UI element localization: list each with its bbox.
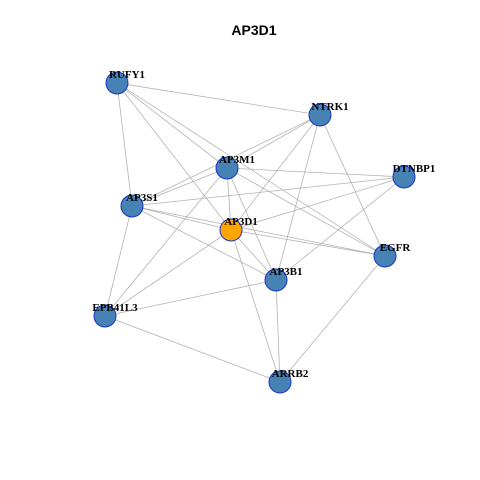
edge-ap3m1-dtnbp1 <box>226 167 405 178</box>
edge-rufy1-ap3m1 <box>116 82 228 169</box>
node-rufy1[interactable] <box>105 71 129 95</box>
node-egfr[interactable] <box>373 244 397 268</box>
edge-ap3b1-arrb2 <box>275 279 281 383</box>
edge-ap3m1-egfr <box>226 167 386 257</box>
edge-rufy1-ntrk1 <box>116 82 321 116</box>
node-dtnbp1[interactable] <box>392 165 416 189</box>
graph-title: AP3D1 <box>231 22 276 38</box>
node-epb41l3[interactable] <box>93 304 117 328</box>
edge-epb41l3-arrb2 <box>104 315 281 383</box>
node-label-ap3d1: AP3D1 <box>224 216 258 228</box>
edge-rufy1-ap3s1 <box>116 82 133 207</box>
edge-ap3s1-ap3b1 <box>131 205 277 281</box>
edge-dtnbp1-ap3d1 <box>230 176 405 231</box>
node-label-arrb2: ARRB2 <box>272 368 309 380</box>
edge-ntrk1-ap3b1 <box>275 114 321 281</box>
edge-layer <box>104 82 405 383</box>
node-label-ap3m1: AP3M1 <box>219 154 255 166</box>
node-ap3d1[interactable] <box>219 218 243 242</box>
node-label-dtnbp1: DTNBP1 <box>393 163 436 175</box>
node-label-egfr: EGFR <box>380 242 412 254</box>
node-ap3b1[interactable] <box>264 268 288 292</box>
edge-ap3d1-egfr <box>230 229 386 257</box>
node-ap3m1[interactable] <box>215 156 239 180</box>
edge-ap3d1-arrb2 <box>230 229 281 383</box>
node-label-ap3b1: AP3B1 <box>270 266 303 278</box>
node-arrb2[interactable] <box>268 370 292 394</box>
edge-ap3m1-ap3s1 <box>131 167 228 207</box>
edge-ntrk1-ap3m1 <box>226 114 321 169</box>
edge-ntrk1-egfr <box>319 114 386 257</box>
node-label-rufy1: RUFY1 <box>109 69 145 81</box>
node-ntrk1[interactable] <box>308 103 332 127</box>
node-layer <box>93 71 416 394</box>
node-label-epb41l3: EPB41L3 <box>92 302 138 314</box>
edge-egfr-arrb2 <box>279 255 386 383</box>
edge-ap3d1-epb41l3 <box>104 229 232 317</box>
node-label-ntrk1: NTRK1 <box>311 101 348 113</box>
edge-dtnbp1-ap3s1 <box>131 176 405 207</box>
node-label-ap3s1: AP3S1 <box>126 192 158 204</box>
edge-dtnbp1-ap3b1 <box>275 176 405 281</box>
edge-ap3s1-egfr <box>131 205 386 257</box>
edge-ap3b1-epb41l3 <box>104 279 277 317</box>
edge-rufy1-ap3d1 <box>116 82 232 231</box>
edge-ap3s1-epb41l3 <box>104 205 133 317</box>
edge-ap3s1-ap3d1 <box>131 205 232 231</box>
node-ap3s1[interactable] <box>120 194 144 218</box>
edge-ap3m1-epb41l3 <box>104 167 228 317</box>
